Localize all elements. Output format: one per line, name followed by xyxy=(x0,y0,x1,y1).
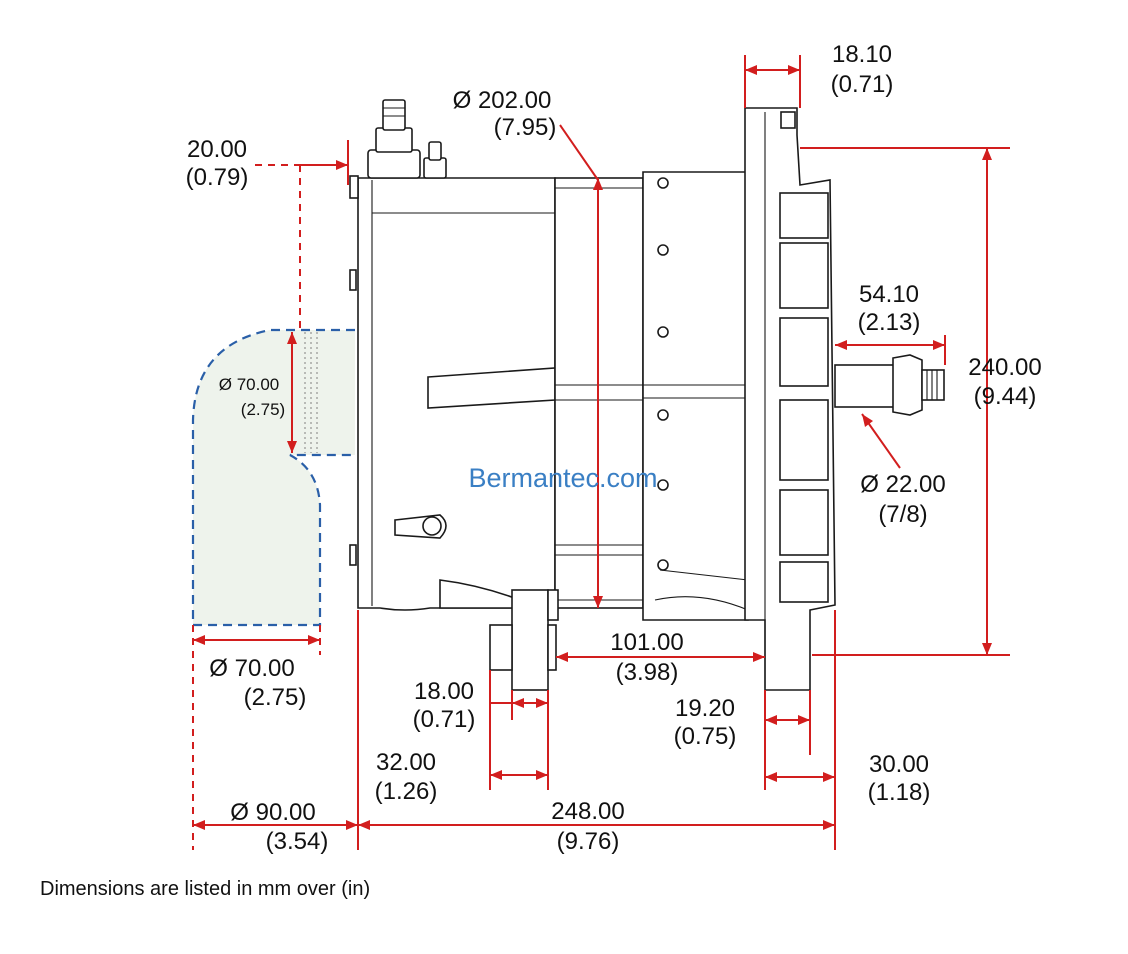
flange-width-mm: 18.10 xyxy=(832,41,892,68)
shaft-length-in: (2.13) xyxy=(858,309,921,336)
inlet-diameter-in: (2.75) xyxy=(241,400,285,419)
clearance-diameter-in: (2.75) xyxy=(244,684,307,711)
shaft-diameter-in: (7/8) xyxy=(878,501,927,528)
front-housing xyxy=(642,171,749,621)
pivot-width-mm: 18.00 xyxy=(414,678,474,705)
overall-height-mm: 240.00 xyxy=(968,354,1041,381)
rear-foot-width-in: (0.75) xyxy=(674,723,737,750)
dimension-lines xyxy=(192,55,1010,850)
dimensions-caption: Dimensions are listed in mm over (in) xyxy=(40,878,371,900)
inlet-diameter-mm: Ø 70.00 xyxy=(219,375,280,394)
overall-length-in: (9.76) xyxy=(557,828,620,855)
fan-fins xyxy=(779,192,829,603)
inlet-hatch xyxy=(304,332,318,453)
flange-width-in: (0.71) xyxy=(831,71,894,98)
terminal-offset-in: (0.79) xyxy=(186,164,249,191)
front-offset-mm: 30.00 xyxy=(869,751,929,778)
watermark: Bermantec.com xyxy=(468,463,657,493)
dimension-labels: 18.10 (0.71) Ø 202.00 (7.95) 20.00 (0.79… xyxy=(186,41,1042,855)
pivot-foot xyxy=(511,589,549,691)
terminal-offset-mm: 20.00 xyxy=(187,136,247,163)
duct-diameter-mm: Ø 90.00 xyxy=(230,799,315,826)
pivot-offset-mm: 32.00 xyxy=(376,749,436,776)
terminal-nut xyxy=(367,149,421,179)
pivot-spacing-mm: 101.00 xyxy=(610,629,683,656)
inlet-clearance-envelope xyxy=(191,328,355,627)
shaft-diameter-mm: Ø 22.00 xyxy=(860,471,945,498)
body-diameter-in: (7.95) xyxy=(494,114,557,141)
overall-length-mm: 248.00 xyxy=(551,798,624,825)
clearance-diameter-mm: Ø 70.00 xyxy=(209,655,294,682)
shaft xyxy=(834,364,896,408)
alternator-body xyxy=(349,99,945,691)
pivot-offset-in: (1.26) xyxy=(375,778,438,805)
overall-height-in: (9.44) xyxy=(974,383,1037,410)
body-diameter-mm: Ø 202.00 xyxy=(453,87,552,114)
rear-foot-width-mm: 19.20 xyxy=(675,695,735,722)
pulley-nut xyxy=(892,354,923,416)
front-offset-in: (1.18) xyxy=(868,779,931,806)
shaft-length-mm: 54.10 xyxy=(859,281,919,308)
duct-diameter-in: (3.54) xyxy=(266,828,329,855)
pivot-width-in: (0.71) xyxy=(413,706,476,733)
pivot-spacing-in: (3.98) xyxy=(616,659,679,686)
